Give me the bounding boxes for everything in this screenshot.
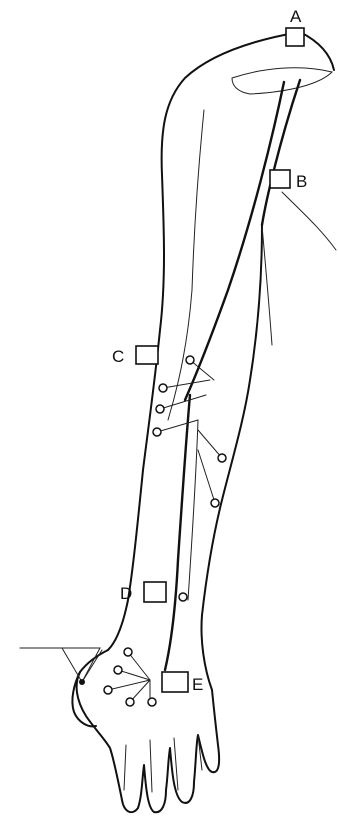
arm-outline-lateral bbox=[108, 32, 300, 650]
marker-label-b: B bbox=[296, 172, 307, 191]
stim-box-b bbox=[270, 170, 290, 188]
stim-box-d bbox=[144, 582, 166, 602]
electrode-pin bbox=[114, 666, 122, 674]
stim-box-e bbox=[162, 672, 188, 692]
arm-outline-medial bbox=[201, 225, 262, 690]
shoulder-top bbox=[300, 32, 334, 70]
electrode-pin bbox=[148, 698, 156, 706]
electrode-pin bbox=[159, 384, 167, 392]
electrode-pin bbox=[153, 428, 161, 436]
chest-contour bbox=[282, 192, 336, 250]
electrode-pin bbox=[156, 405, 164, 413]
ground-node bbox=[79, 679, 85, 685]
elbow-electrodes bbox=[157, 360, 222, 503]
electrode-pin bbox=[104, 686, 112, 694]
hand-electrodes bbox=[20, 648, 150, 702]
marker-label-e: E bbox=[192, 675, 203, 694]
electrode-pin bbox=[126, 698, 134, 706]
electrode-pin bbox=[218, 454, 226, 462]
finger-lines bbox=[124, 735, 202, 792]
nerve-forearm bbox=[165, 395, 190, 670]
electrode-pin bbox=[179, 593, 187, 601]
electrode-pin bbox=[186, 356, 194, 364]
marker-label-a: A bbox=[290, 7, 302, 26]
armpit-contour bbox=[262, 225, 272, 345]
nerve-forearm-2 bbox=[188, 420, 198, 600]
stim-box-c bbox=[136, 346, 158, 364]
electrode-pin bbox=[211, 499, 219, 507]
stim-box-a bbox=[286, 28, 304, 46]
electrode-pin bbox=[124, 648, 132, 656]
marker-label-c: C bbox=[112, 347, 124, 366]
marker-label-d: D bbox=[120, 584, 132, 603]
inner-guide-line bbox=[168, 110, 204, 420]
nerve-main bbox=[185, 82, 284, 400]
